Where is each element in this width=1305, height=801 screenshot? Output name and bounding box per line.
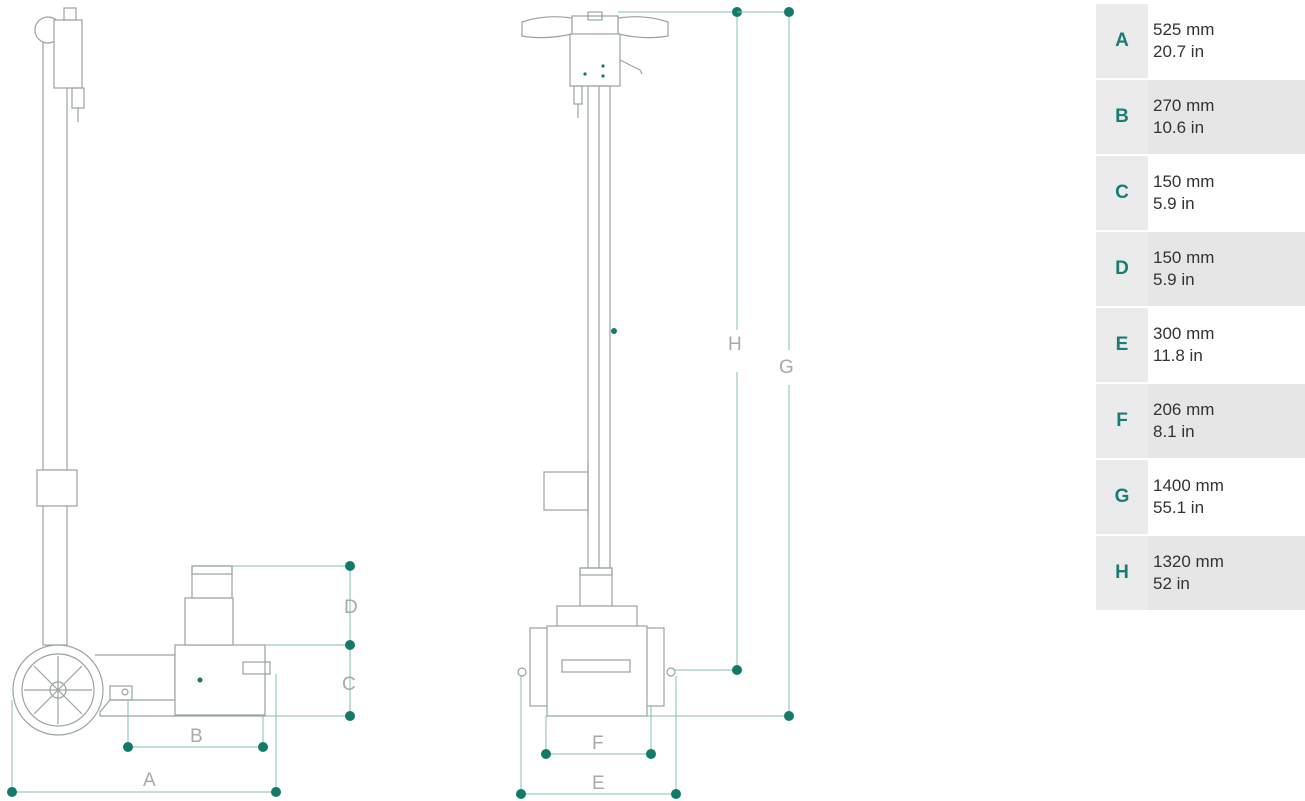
side-body <box>174 644 266 716</box>
dim-e-right-dot <box>671 789 681 799</box>
dim-h-bottom-dot <box>732 665 742 675</box>
spec-in: 5.9 in <box>1153 194 1195 213</box>
side-handle-collar <box>36 469 78 507</box>
spec-row-e: E 300 mm 11.8 in <box>1096 308 1305 382</box>
spec-in: 52 in <box>1153 574 1190 593</box>
side-handle-column <box>42 39 68 471</box>
front-release-lever <box>619 59 643 75</box>
spec-values: 270 mm 10.6 in <box>1148 80 1305 154</box>
spec-mm: 270 mm <box>1153 96 1215 115</box>
spec-mm: 150 mm <box>1153 248 1215 267</box>
side-pedal <box>242 661 271 675</box>
spec-values: 206 mm 8.1 in <box>1148 384 1305 458</box>
dim-label-g: G <box>779 357 794 378</box>
side-ram-upper <box>191 565 233 599</box>
dim-label-c: C <box>342 674 356 695</box>
dim-e-left-dot <box>516 789 526 799</box>
spec-letter: D <box>1115 258 1129 279</box>
dim-label-h: H <box>728 334 742 355</box>
spec-in: 10.6 in <box>1153 118 1205 137</box>
spec-values: 1400 mm 55.1 in <box>1148 460 1305 534</box>
spec-in: 11.8 in <box>1153 346 1203 365</box>
dim-b-left-dot <box>123 742 133 752</box>
dim-a-right-dot <box>271 787 281 797</box>
front-ram <box>579 567 613 607</box>
side-chassis <box>95 654 176 716</box>
dim-label-b: B <box>190 726 203 747</box>
spec-values: 300 mm 11.8 in <box>1148 308 1305 382</box>
spec-letter: F <box>1116 410 1128 431</box>
spec-values: 150 mm 5.9 in <box>1148 232 1305 306</box>
dim-f-left-dot <box>541 749 551 759</box>
front-wheel-right <box>645 627 665 707</box>
spec-letter: H <box>1115 562 1129 583</box>
spec-letter: A <box>1115 30 1129 51</box>
side-valve-block <box>53 19 83 89</box>
spec-in: 20.7 in <box>1153 42 1205 61</box>
dim-c-bottom-dot <box>345 711 355 721</box>
spec-letter: E <box>1115 334 1129 355</box>
spec-values: 150 mm 5.9 in <box>1148 156 1305 230</box>
dim-d-top-dot <box>345 561 355 571</box>
spec-mm: 206 mm <box>1153 400 1215 419</box>
dim-g-top-dot <box>784 7 794 17</box>
front-view: H G F E <box>516 7 794 799</box>
spec-row-h: H 1320 mm 52 in <box>1096 536 1305 610</box>
side-handle-lower <box>42 504 68 646</box>
front-handle-right <box>617 16 669 39</box>
spec-mm: 525 mm <box>1153 20 1215 39</box>
dim-d-bottom-dot <box>345 640 355 650</box>
dim-b-right-dot <box>258 742 268 752</box>
spec-mm: 1320 mm <box>1153 552 1224 571</box>
spec-letter: B <box>1115 106 1129 127</box>
side-view: D C B A <box>7 7 358 797</box>
spec-row-b: B 270 mm 10.6 in <box>1096 80 1305 154</box>
dim-f-right-dot <box>646 749 656 759</box>
side-valve-stem <box>71 87 85 109</box>
front-wheel-left <box>529 627 549 707</box>
dim-a-left-dot <box>7 787 17 797</box>
dim-label-a: A <box>143 770 156 791</box>
spec-row-a: A 525 mm 20.7 in <box>1096 4 1305 78</box>
front-tray <box>543 471 589 511</box>
spec-row-d: D 150 mm 5.9 in <box>1096 232 1305 306</box>
dim-g-bottom-dot <box>784 711 794 721</box>
front-handle-left <box>521 16 573 39</box>
spec-letter: G <box>1114 486 1130 507</box>
spec-row-g: G 1400 mm 55.1 in <box>1096 460 1305 534</box>
spec-row-c: C 150 mm 5.9 in <box>1096 156 1305 230</box>
front-valve-block <box>569 33 621 87</box>
spec-values: 525 mm 20.7 in <box>1148 4 1305 78</box>
technical-drawing: D C B A <box>7 7 794 799</box>
dim-label-d: D <box>344 597 358 618</box>
spec-mm: 150 mm <box>1153 172 1215 191</box>
spec-in: 5.9 in <box>1153 270 1195 289</box>
spec-letter: C <box>1115 182 1129 203</box>
dim-label-e: E <box>592 773 605 794</box>
spec-values: 1320 mm 52 in <box>1148 536 1305 610</box>
spec-mm: 1400 mm <box>1153 476 1224 495</box>
spec-in: 8.1 in <box>1153 422 1195 441</box>
side-ram-lower <box>184 597 234 646</box>
dim-label-f: F <box>592 733 604 754</box>
spec-in: 55.1 in <box>1153 498 1205 517</box>
spec-mm: 300 mm <box>1153 324 1215 343</box>
spec-table: A 525 mm 20.7 in B 270 mm 10.6 in C 150 … <box>1096 4 1305 612</box>
spec-row-f: F 206 mm 8.1 in <box>1096 384 1305 458</box>
